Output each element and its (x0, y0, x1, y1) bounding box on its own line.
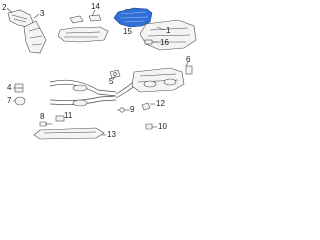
callout-label-2: 2 (2, 3, 7, 12)
gasket-part[interactable] (14, 83, 24, 93)
callout-label-16: 16 (160, 38, 169, 47)
callout-label-13: 13 (107, 130, 116, 139)
clamp-part[interactable] (14, 96, 26, 106)
bracket-11-part[interactable] (55, 115, 65, 122)
callout-label-9: 9 (130, 105, 135, 114)
rear-muffler-part[interactable] (131, 67, 185, 93)
hanger-bracket-part[interactable] (109, 69, 121, 79)
callout-label-15: 15 (123, 27, 132, 36)
callout-label-12: 12 (156, 99, 165, 108)
bolt-part[interactable] (39, 121, 52, 127)
exhaust-pipe-assembly-part[interactable] (49, 75, 145, 107)
leader-lines (6, 7, 189, 136)
callout-label-3: 3 (40, 9, 45, 18)
rear-heat-shield-part[interactable] (139, 19, 197, 51)
callout-label-8: 8 (40, 112, 45, 121)
catalytic-converter-part[interactable] (23, 20, 47, 54)
callout-label-7: 7 (7, 96, 12, 105)
diagram-drawing (6, 7, 197, 140)
callout-label-4: 4 (7, 83, 12, 92)
callout-label-14: 14 (91, 2, 100, 11)
callout-label-6: 6 (186, 55, 191, 64)
fastener-9-part[interactable] (119, 107, 130, 113)
callout-label-11: 11 (64, 111, 73, 120)
insulator-part[interactable] (185, 65, 193, 75)
upper-heat-shield-part[interactable] (57, 26, 109, 43)
clip-12-part[interactable] (141, 102, 151, 111)
callout-label-1: 1 (166, 26, 171, 35)
clip-part[interactable] (144, 39, 153, 45)
bracket-10-part[interactable] (145, 123, 153, 130)
callout-label-5: 5 (109, 77, 114, 86)
exhaust-system-diagram: 2 3 14 15 1 16 5 6 4 7 8 9 12 10 11 13 (0, 0, 200, 147)
upper-bracket-part[interactable] (69, 14, 102, 24)
callout-label-10: 10 (158, 122, 167, 131)
lower-heat-shield-part[interactable] (33, 127, 105, 140)
